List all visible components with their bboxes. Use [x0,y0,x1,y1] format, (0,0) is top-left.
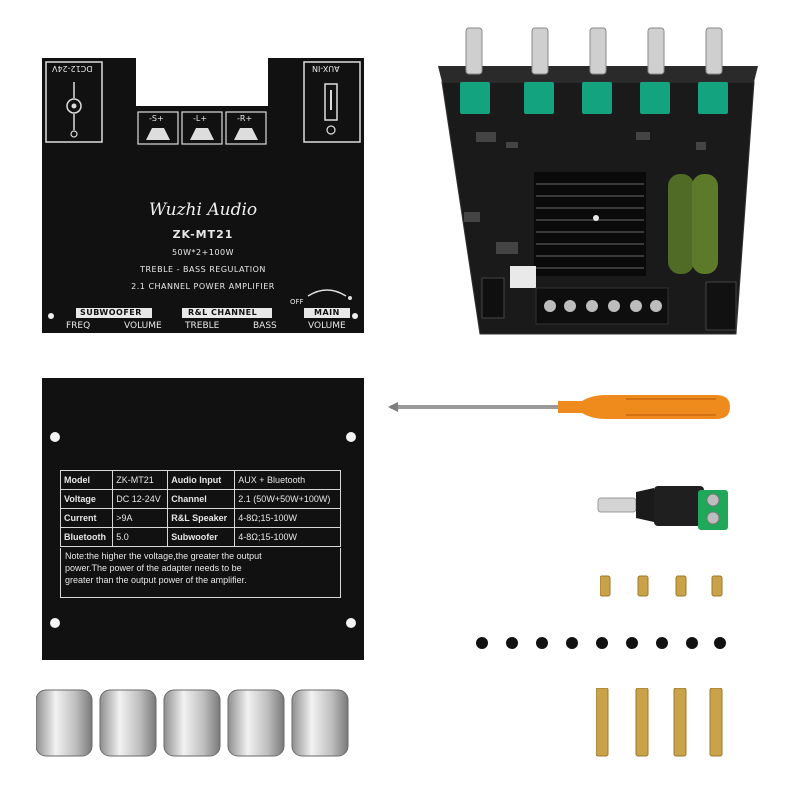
power-spec: 50W*2+100W [171,248,235,257]
brand-logo: Wuzhi Audio [148,200,258,220]
heatsink [534,172,646,276]
front-panel-shape [42,58,364,333]
aux-label: AUX-IN [312,64,340,73]
chrome-knobs [35,688,352,765]
spec-cell: 4-8Ω;15-100W [234,508,341,528]
tagline: TREBLE - BASS REGULATION [140,265,266,274]
capacitors [668,174,718,274]
spec-cell: 5.0 [112,527,169,547]
spec-cell: DC 12-24V [112,489,169,509]
speaker-label-l: -L+ [193,114,208,123]
spec-cell: Model [59,470,114,490]
dc-connector-adapter [597,486,728,530]
section-rl-channel: R&L CHANNEL [188,308,258,317]
spec-cell: ZK-MT21 [112,470,169,490]
screws [474,635,734,660]
knob-label-bass: BASS [253,321,277,331]
pot-shafts [465,27,723,75]
speaker-label-r: -R+ [237,114,253,123]
note-line: power.The power of the adapter needs to … [65,563,242,573]
mount-hole [346,432,356,442]
brass-nuts [599,574,730,605]
off-label: OFF [290,298,304,306]
spec-cell: Voltage [59,489,114,509]
section-main: MAIN [314,308,340,317]
model-name: ZK-MT21 [172,228,234,241]
mount-hole [50,618,60,628]
knob-label-main-volume: VOLUME [308,321,346,331]
spec-cell: Bluetooth [59,527,114,547]
spec-cell: 2.1 (50W+50W+100W) [234,489,341,509]
speaker-terminals [535,287,669,325]
dc-label: DC12-24V [52,64,93,73]
spec-cell: 4-8Ω;15-100W [234,527,341,547]
spec-cell: Audio Input [167,470,236,490]
note-line: greater than the output power of the amp… [65,575,247,585]
note-line: Note:the higher the voltage,the greater … [65,551,262,561]
mount-hole [50,432,60,442]
knob-label-freq: FREQ [66,321,91,331]
section-subwoofer: SUBWOOFER [80,308,142,317]
spec-cell: Channel [167,489,236,509]
mount-hole [346,618,356,628]
front-panel: DC12-24V AUX-IN -S+ -L+ -R+ Wuzhi Audio … [42,58,364,333]
spec-note: Note:the higher the voltage,the greater … [60,548,341,598]
amplifier-board [438,27,758,335]
spec-cell: >9A [112,508,169,528]
spec-cell: Subwoofer [167,527,236,547]
spec-cell: R&L Speaker [167,508,236,528]
channel-spec: 2.1 CHANNEL POWER AMPLIFIER [131,282,275,291]
knob-label-treble: TREBLE [185,321,220,331]
speaker-label-s: -S+ [149,114,164,123]
screwdriver [388,395,730,419]
knob-label-sub-volume: VOLUME [124,321,162,331]
spec-cell: Current [59,508,114,528]
brass-standoffs [595,687,726,765]
spec-cell: AUX + Bluetooth [234,470,341,490]
